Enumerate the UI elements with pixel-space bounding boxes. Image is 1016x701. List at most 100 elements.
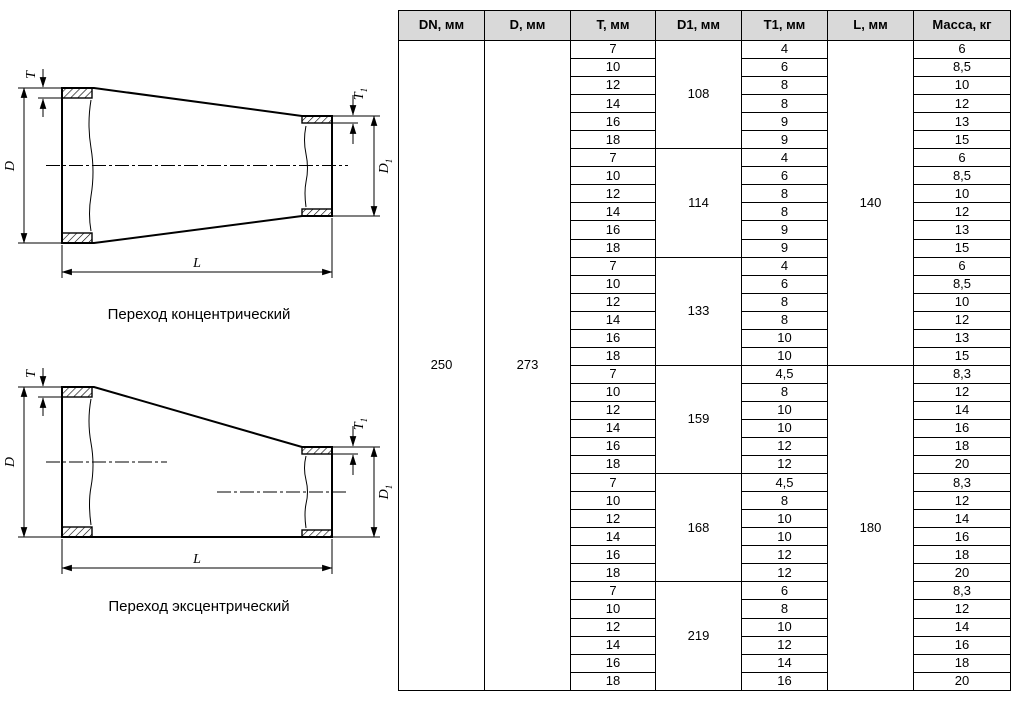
t-value: 7 <box>570 364 656 384</box>
t-value: 10 <box>570 58 656 78</box>
mass-value: 18 <box>913 437 1011 457</box>
mass-value: 16 <box>913 527 1011 547</box>
dim-label-d1: D1 <box>377 159 394 175</box>
mass-value: 14 <box>913 617 1011 637</box>
wall-section <box>301 208 333 217</box>
mass-value: 14 <box>913 509 1011 529</box>
t-value: 12 <box>570 509 656 529</box>
dn-value: 250 <box>398 40 485 691</box>
break-line <box>304 125 308 208</box>
mass-value: 13 <box>913 112 1011 132</box>
dimension-d: D <box>3 87 62 244</box>
t1-value: 8 <box>741 76 828 96</box>
t-value: 7 <box>570 148 656 168</box>
t-value: 7 <box>570 256 656 276</box>
l-value: 140 <box>827 40 914 366</box>
mass-value: 20 <box>913 671 1011 692</box>
mass-value: 12 <box>913 599 1011 619</box>
t-value: 18 <box>570 563 656 583</box>
t1-value: 9 <box>741 220 828 240</box>
t1-value: 8 <box>741 599 828 619</box>
mass-value: 15 <box>913 130 1011 150</box>
column-header: D, мм <box>484 10 571 41</box>
t1-value: 6 <box>741 166 828 186</box>
mass-value: 8,3 <box>913 581 1011 601</box>
mass-value: 8,5 <box>913 58 1011 78</box>
wall-section <box>301 446 333 455</box>
column-header: L, мм <box>827 10 914 41</box>
wall-section <box>301 529 333 538</box>
t-value: 12 <box>570 292 656 312</box>
t1-value: 12 <box>741 455 828 475</box>
mass-value: 15 <box>913 346 1011 366</box>
column-header: Масса, кг <box>913 10 1011 41</box>
dimension-d1: D1 <box>332 115 394 217</box>
t-value: 14 <box>570 527 656 547</box>
mass-value: 8,3 <box>913 364 1011 384</box>
t1-value: 10 <box>741 328 828 348</box>
t-value: 16 <box>570 545 656 565</box>
d1-value: 133 <box>655 256 742 366</box>
t-value: 10 <box>570 274 656 294</box>
t1-value: 12 <box>741 437 828 457</box>
t1-value: 10 <box>741 346 828 366</box>
mass-value: 16 <box>913 635 1011 655</box>
t1-value: 4 <box>741 39 828 60</box>
drawing-caption-concentric: Переход концентрический <box>107 306 291 323</box>
mass-value: 8,5 <box>913 166 1011 186</box>
t-value: 12 <box>570 617 656 637</box>
t-value: 16 <box>570 112 656 132</box>
t1-value: 10 <box>741 527 828 547</box>
t-value: 10 <box>570 382 656 402</box>
t1-value: 8 <box>741 202 828 222</box>
dimension-d: D <box>3 386 62 538</box>
t1-value: 16 <box>741 671 828 692</box>
dimension-t: T <box>24 69 62 117</box>
dim-label-d1: D1 <box>377 485 394 501</box>
column-header: D1, мм <box>655 10 742 41</box>
t1-value: 6 <box>741 274 828 294</box>
t1-value: 12 <box>741 563 828 583</box>
t-value: 18 <box>570 130 656 150</box>
t1-value: 9 <box>741 238 828 258</box>
t-value: 18 <box>570 346 656 366</box>
d1-value: 108 <box>655 39 742 150</box>
mass-value: 8,3 <box>913 473 1011 493</box>
t1-value: 10 <box>741 418 828 439</box>
drawings-panel: T D T1 D1 <box>2 0 396 701</box>
mass-value: 12 <box>913 491 1011 511</box>
mass-value: 10 <box>913 76 1011 96</box>
t1-value: 8 <box>741 184 828 204</box>
dim-label-d: D <box>3 161 18 172</box>
dimension-d1: D1 <box>332 446 394 538</box>
table-row: 18 10 15 <box>399 346 1011 366</box>
t1-value: 12 <box>741 545 828 565</box>
break-line <box>304 455 308 529</box>
wall-section <box>61 386 93 398</box>
mass-value: 15 <box>913 238 1011 258</box>
break-line <box>88 99 94 232</box>
mass-value: 6 <box>913 256 1011 276</box>
t-value: 16 <box>570 653 656 673</box>
